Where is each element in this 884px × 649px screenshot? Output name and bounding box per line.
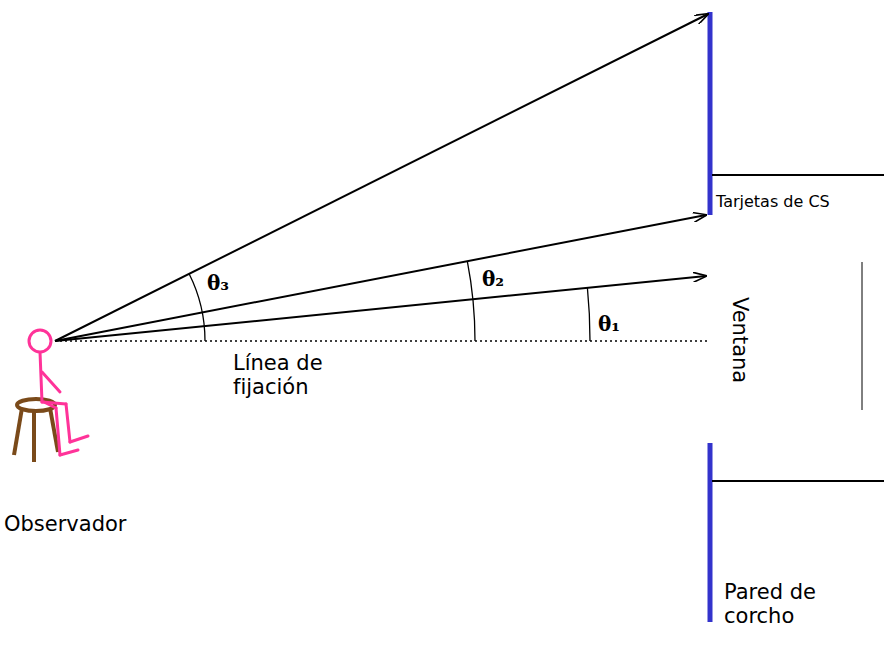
fixation-label: Línea de fijación	[233, 351, 383, 399]
observer-figure	[29, 330, 88, 455]
angle-arc	[189, 274, 205, 341]
angle-arc	[467, 261, 475, 341]
angle-arc	[587, 288, 590, 341]
window-label: Ventana	[728, 290, 752, 390]
cork-wall-lower	[708, 443, 713, 622]
angle-label: θ₂	[482, 268, 504, 291]
fixation-line	[55, 340, 708, 342]
window-bottom-edge	[712, 480, 884, 482]
window-top-edge	[712, 174, 884, 176]
angle-label: θ₁	[598, 313, 620, 336]
sight-line	[55, 276, 706, 341]
observer-label: Observador	[4, 512, 126, 536]
sight-line	[55, 14, 708, 341]
sight-line	[55, 215, 706, 341]
wall-label: Pared de corcho	[724, 580, 874, 628]
window-pane	[862, 262, 863, 410]
cards-label: Tarjetas de CS	[716, 193, 830, 211]
stool	[14, 399, 58, 462]
cork-wall-upper	[708, 12, 713, 215]
angle-label: θ₃	[207, 272, 229, 295]
